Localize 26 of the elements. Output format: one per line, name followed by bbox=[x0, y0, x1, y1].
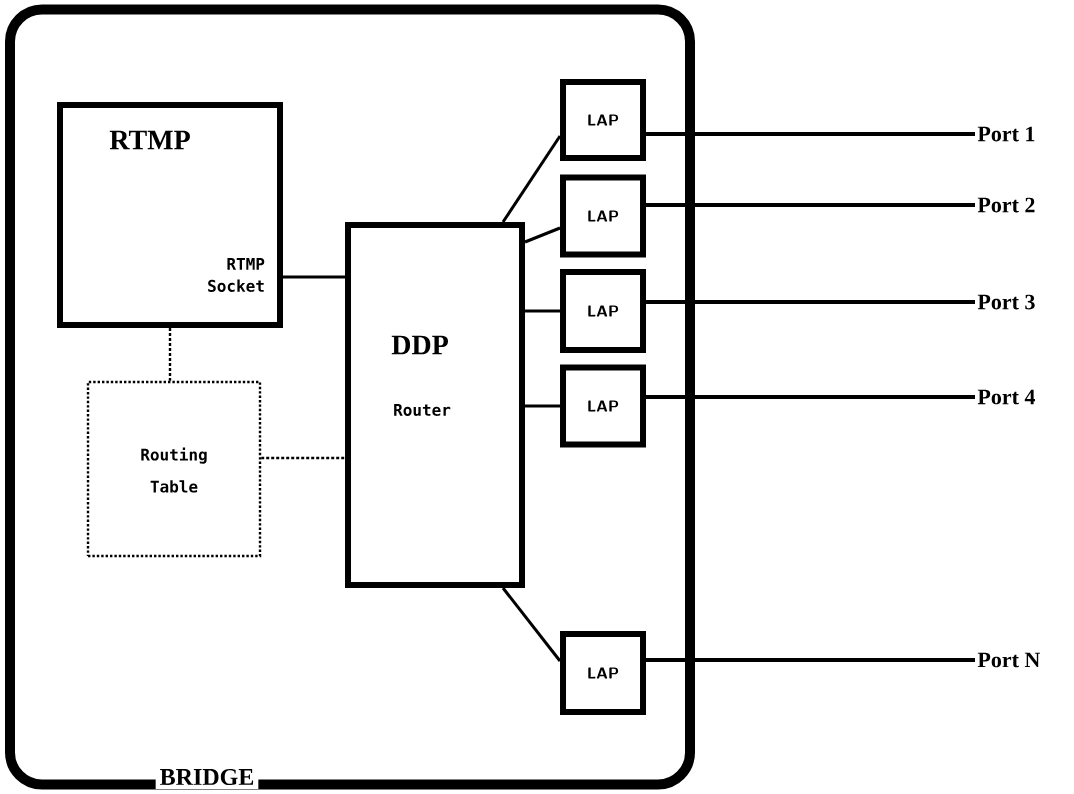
lap-box: LAP bbox=[560, 174, 646, 258]
port-line bbox=[646, 658, 975, 662]
connector-line bbox=[525, 404, 560, 408]
port-label: Port 3 bbox=[977, 294, 1035, 310]
connector-line bbox=[525, 309, 560, 313]
dotted-line bbox=[261, 456, 345, 460]
port-label: Port 2 bbox=[977, 197, 1035, 213]
lap-box: LAP bbox=[560, 79, 646, 161]
port-label: Port 4 bbox=[977, 389, 1035, 405]
router-box: DDP Router bbox=[345, 222, 525, 588]
lap-box: LAP bbox=[560, 269, 646, 353]
connector-line bbox=[501, 135, 562, 223]
port-line bbox=[646, 203, 975, 207]
connector-line bbox=[283, 275, 345, 279]
lap-box: LAP bbox=[560, 631, 646, 715]
port-line bbox=[646, 395, 975, 399]
port-line bbox=[646, 132, 975, 136]
lap-box: LAP bbox=[560, 364, 646, 448]
table-box: Routing Table bbox=[86, 380, 262, 558]
port-line bbox=[646, 300, 975, 304]
dotted-line bbox=[168, 328, 172, 381]
port-label: Port N bbox=[977, 652, 1041, 668]
connector-line bbox=[501, 587, 562, 662]
port-label: Port 1 bbox=[977, 126, 1035, 142]
protocol-box: RTMP RTMP Socket bbox=[57, 102, 283, 328]
connector-line bbox=[524, 226, 561, 244]
